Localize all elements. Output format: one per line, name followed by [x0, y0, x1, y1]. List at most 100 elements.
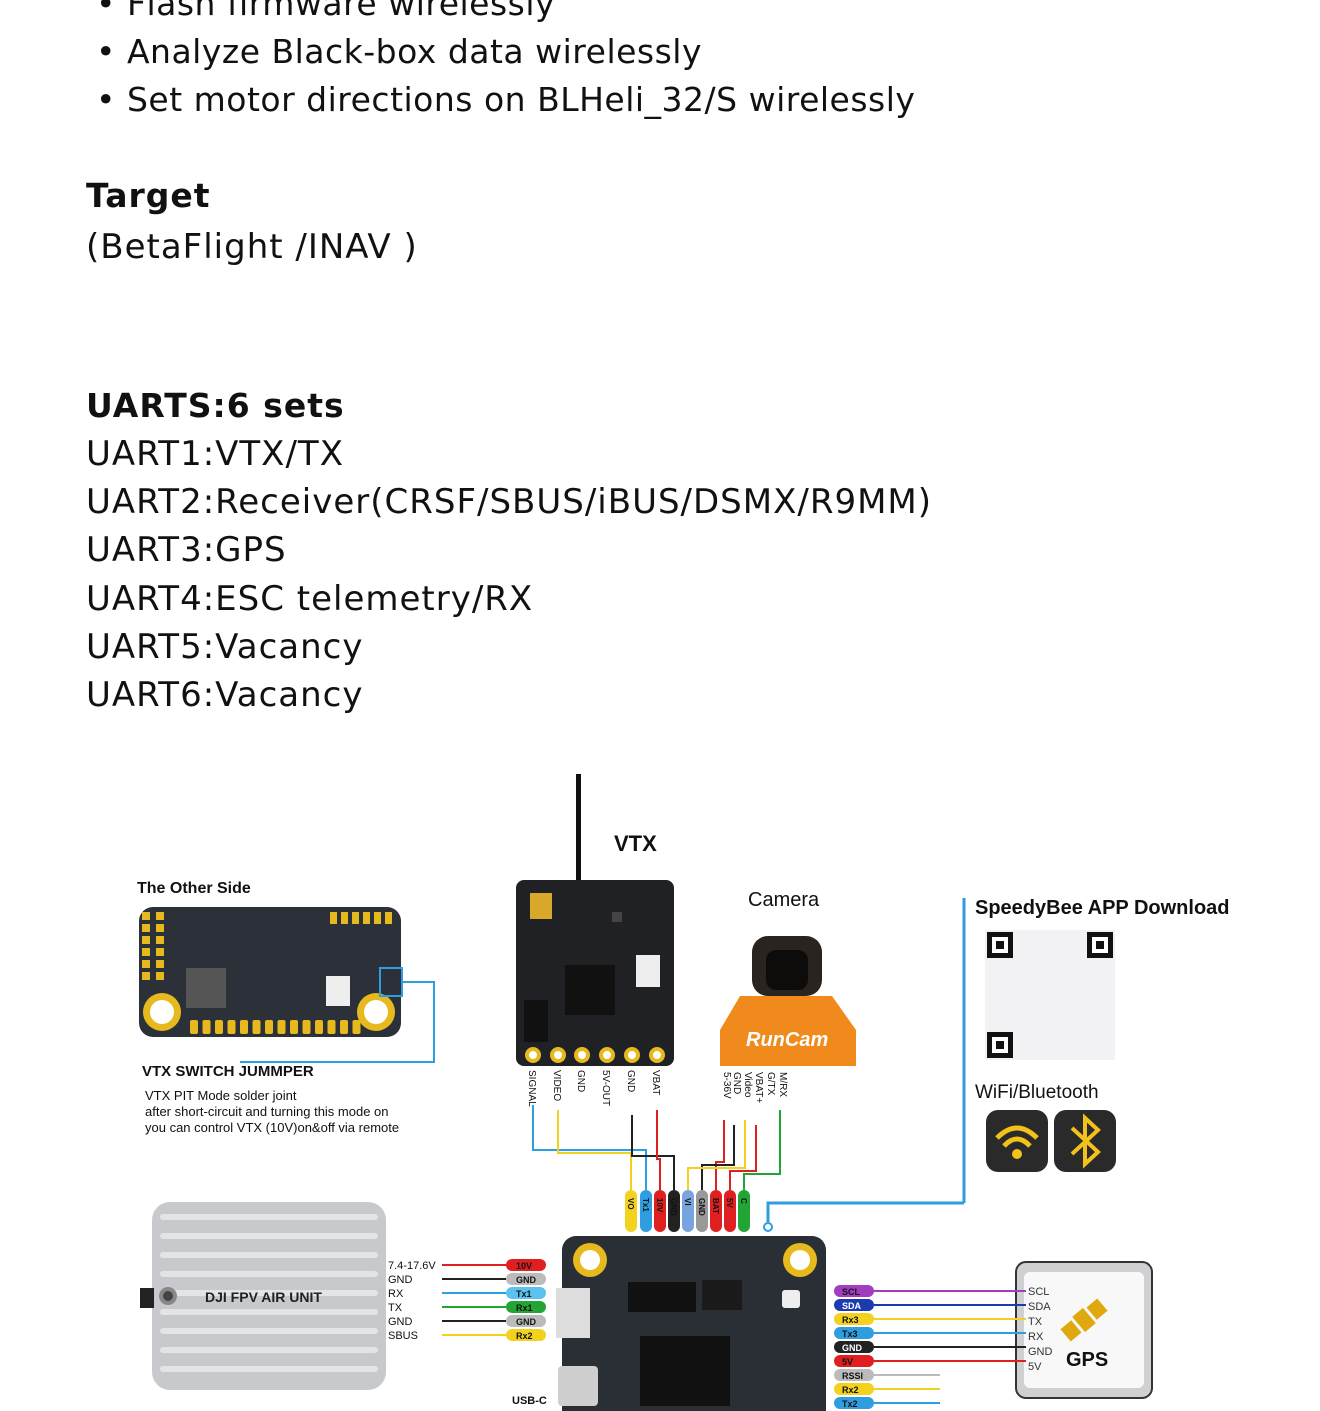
dji-fins	[160, 1214, 378, 1372]
other-side-top-pad-2	[352, 912, 359, 924]
fc-top-tag-label-3: GND	[669, 1198, 678, 1216]
gps-pin-label-3: RX	[1028, 1331, 1044, 1343]
other-side-pad-5	[252, 1020, 261, 1034]
fc-right-tag-label-0: SCL	[842, 1287, 861, 1297]
other-side-top-pad-1	[341, 912, 348, 924]
other-side-pad-4	[240, 1020, 248, 1034]
fc-right-tag-6	[834, 1369, 874, 1381]
wifi-bt-label: WiFi/Bluetooth	[975, 1082, 1099, 1103]
other-side-pad-11	[327, 1020, 336, 1034]
fc-top-tag-6	[710, 1190, 722, 1232]
gps-pin-label-5: 5V	[1028, 1361, 1042, 1373]
fc-right-tag-0	[834, 1285, 874, 1297]
dji-fin-4	[160, 1290, 378, 1296]
fc-right-tag-1	[834, 1299, 874, 1311]
other-side-pad-2	[215, 1020, 223, 1034]
gps-pin-label-0: SCL	[1028, 1286, 1049, 1298]
fc-top-tag-label-8: C	[739, 1198, 748, 1204]
dji-tag-label-1: GND	[516, 1275, 537, 1285]
other-side-board: The Other Side VTX SWITCH JUMMPER VTX PI…	[137, 880, 435, 1135]
fc-top-tag-label-0: VO	[626, 1198, 635, 1210]
other-side-left2-pad-3	[156, 948, 164, 956]
fc-top-tag-0	[625, 1190, 637, 1232]
fc-board	[562, 1236, 826, 1411]
dji-fin-2	[160, 1252, 378, 1258]
other-side-left2-pad-0	[156, 912, 164, 920]
target-value: (BetaFlight /INAV )	[86, 227, 418, 267]
vtx-pad-hole-2	[578, 1051, 586, 1059]
dji-tag-1	[506, 1273, 546, 1285]
other-side-pad-3	[227, 1020, 236, 1034]
satellite-icon	[1060, 1298, 1108, 1342]
vtx-pin-label-5: VBAT	[650, 1070, 661, 1095]
other-side-left-pad-2	[142, 936, 150, 944]
dji-fin-0	[160, 1214, 378, 1220]
other-side-left2-pad-4	[156, 960, 164, 968]
other-side-left2-pad-5	[156, 972, 164, 980]
fc-right-tag-label-1: SDA	[842, 1301, 862, 1311]
vtx-pin-label-1: VIDEO	[551, 1070, 562, 1101]
fc-right-tag-label-3: Tx3	[842, 1329, 858, 1339]
camera-pin-label-1: GND	[731, 1072, 742, 1094]
fc-top-tag-3	[668, 1190, 680, 1232]
fc-right-tag-label-7: Rx2	[842, 1385, 859, 1395]
gps-pin-label-2: TX	[1028, 1316, 1043, 1328]
other-side-left2-pad-1	[156, 924, 164, 932]
fc-top-tag-7	[724, 1190, 736, 1232]
fc-right-tag-2	[834, 1313, 874, 1325]
top-wire-5	[701, 1125, 735, 1190]
other-side-top-pad-5	[385, 912, 392, 924]
jumper-desc-1: VTX PIT Mode solder joint	[145, 1088, 297, 1103]
dji-pin-label-1: GND	[388, 1274, 413, 1286]
vtx-antenna	[576, 774, 581, 884]
bluetooth-icon	[1054, 1110, 1116, 1172]
other-side-left-pad-3	[142, 948, 150, 956]
uart1-line: UART1:VTX/TX	[86, 434, 344, 474]
camera-pin-label-3: VBAT+	[753, 1072, 764, 1103]
vtx-pad-hole-1	[554, 1051, 562, 1059]
camera-body	[720, 996, 856, 1066]
dji-tag-3	[506, 1301, 546, 1313]
dji-tag-5	[506, 1329, 546, 1341]
gps-module: GPS SCLSDARx3Tx3GND5VRSSIRx2Tx2SCLSDATXR…	[834, 1261, 1153, 1409]
dji-pin-label-5: SBUS	[388, 1330, 418, 1342]
camera-title: Camera	[748, 889, 820, 911]
fc-right-tag-label-4: GND	[842, 1343, 863, 1353]
feature-blackbox: Analyze Black-box data wirelessly	[96, 32, 702, 71]
vtx-pad-hole-4	[628, 1051, 636, 1059]
vtx-pin-pads	[525, 1047, 665, 1063]
dji-label: DJI FPV AIR UNIT	[205, 1289, 322, 1305]
dji-pin-label-4: GND	[388, 1316, 413, 1328]
vtx-pad-hole-3	[603, 1051, 611, 1059]
fc-top-tag-label-1: Tx1	[641, 1198, 650, 1212]
other-side-pad-6	[265, 1020, 273, 1034]
uarts-heading: UARTS:6 sets	[86, 386, 345, 425]
other-side-pad-1	[202, 1020, 211, 1034]
vtx-pad-hole-0	[529, 1051, 537, 1059]
fc-right-tag-8	[834, 1397, 874, 1409]
wifi-icon	[986, 1110, 1048, 1172]
other-side-left2-pad-2	[156, 936, 164, 944]
qr-finder-patterns	[987, 932, 1113, 1058]
dji-pin-label-0: 7.4-17.6V	[388, 1260, 436, 1272]
dji-tag-2	[506, 1287, 546, 1299]
vtx-pin-label-0: SIGNAL	[526, 1070, 537, 1107]
vtx-pad	[530, 893, 552, 919]
dji-tag-label-2: Tx1	[516, 1289, 532, 1299]
fc-top-tag-4	[682, 1190, 694, 1232]
fc-right-tag-3	[834, 1327, 874, 1339]
camera-brand: RunCam	[746, 1029, 828, 1051]
fc-right-tag-label-6: RSSI	[842, 1371, 863, 1381]
camera-pin-label-5: M/RX	[777, 1072, 788, 1097]
top-wire-3	[656, 1110, 661, 1190]
dji-fin-8	[160, 1366, 378, 1372]
target-heading: Target	[86, 176, 211, 215]
app-download: SpeedyBee APP Download WiFi/Bluetooth	[763, 897, 1230, 1264]
vtx-pin-label-3: 5V-OUT	[600, 1070, 611, 1106]
